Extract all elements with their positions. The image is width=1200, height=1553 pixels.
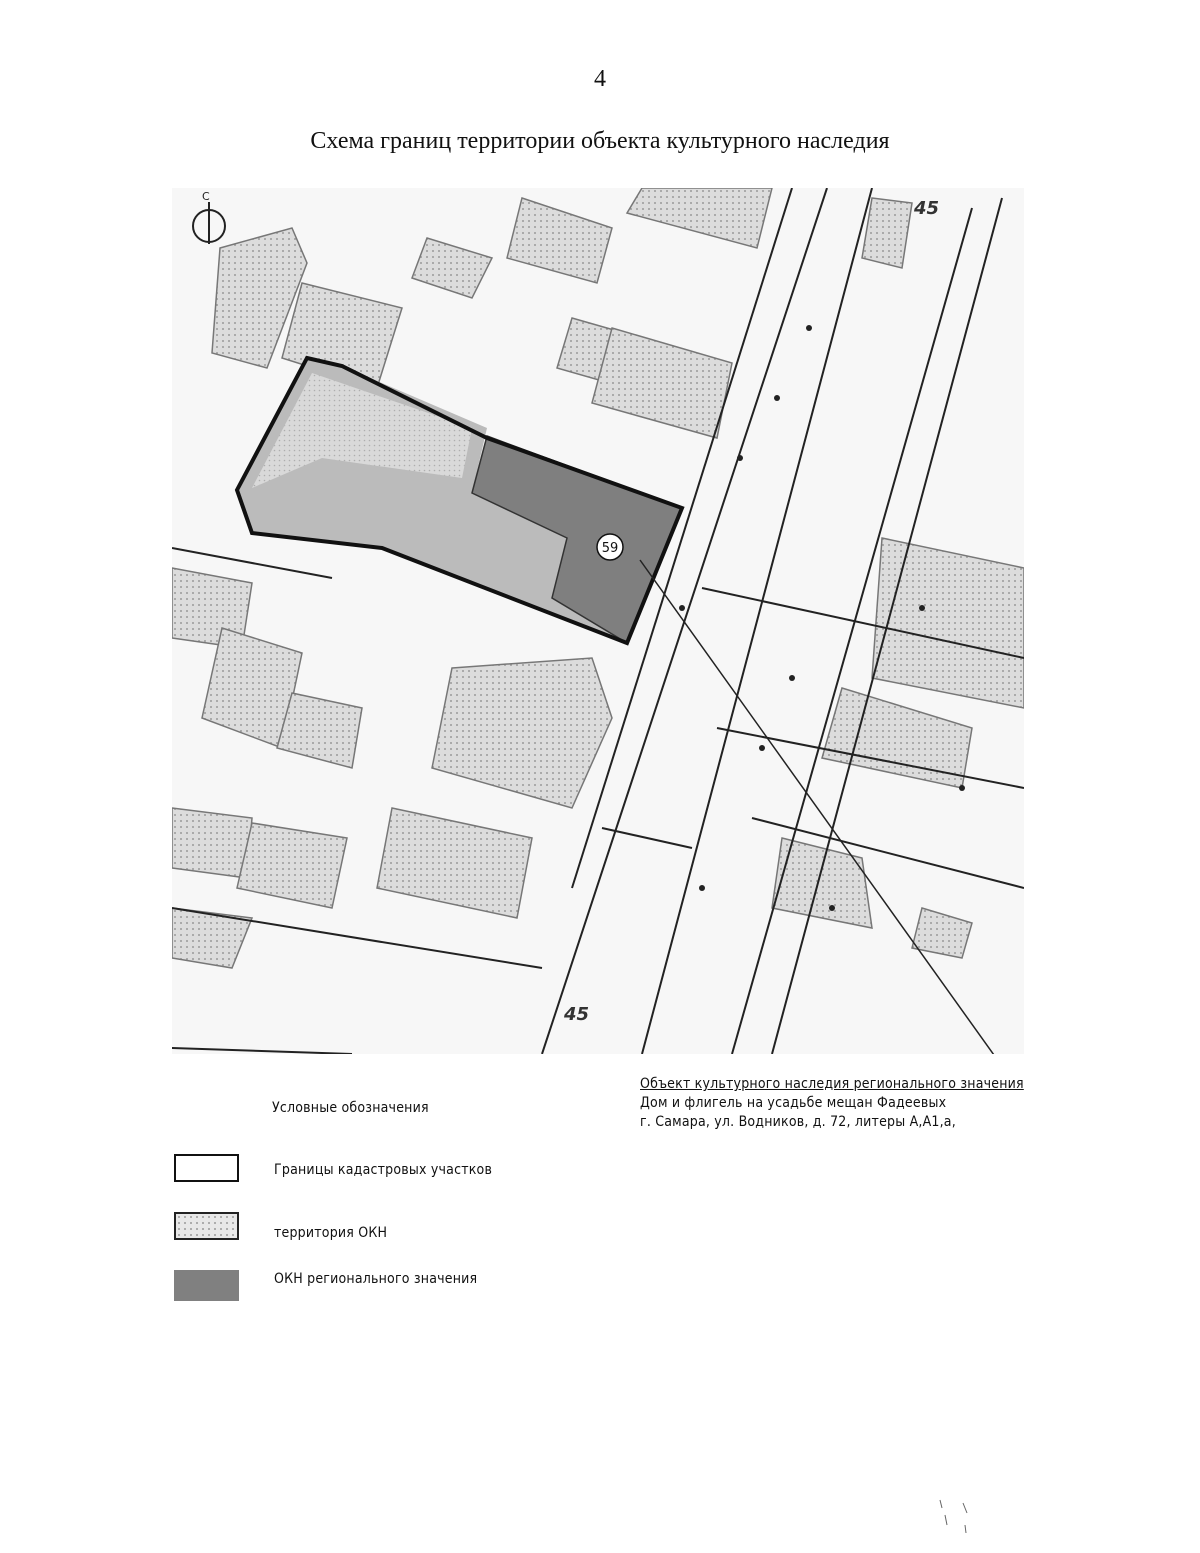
object-caption-name: Дом и флигель на усадьбе мещан Фадеевых (640, 1095, 947, 1111)
cadastral-map: 59 С 45 45 (172, 188, 1024, 1054)
legend-okn-regional-swatch (174, 1270, 239, 1301)
object-caption: Объект культурного наследия региональног… (640, 1075, 1040, 1132)
object-caption-heading: Объект культурного наследия региональног… (640, 1076, 1024, 1092)
leader-line (639, 559, 995, 1054)
object-number: 59 (602, 541, 619, 556)
north-arrow-icon: С (192, 190, 226, 244)
utility-markers (679, 325, 965, 911)
legend-okn-territory-swatch (174, 1212, 239, 1240)
legend-cadastral-label: Границы кадастровых участков (274, 1162, 493, 1178)
north-label: С (202, 190, 210, 203)
street-label-bottom: 45 (563, 1004, 589, 1025)
object-marker: 59 (596, 533, 624, 561)
cadastral-boundary (234, 355, 685, 646)
pen-mark (939, 1499, 968, 1534)
street-label-top: 45 (913, 198, 939, 219)
page-number: 4 (594, 66, 606, 92)
legend-okn-regional-label: ОКН регионального значения (274, 1271, 478, 1287)
building-blocks (172, 188, 1024, 969)
legend-title: Условные обозначения (272, 1100, 429, 1116)
legend-cadastral-swatch (174, 1154, 239, 1182)
page-title: Схема границ территории объекта культурн… (310, 128, 890, 154)
road-lines (172, 188, 1024, 1054)
legend-okn-territory-label: территория ОКН (274, 1225, 388, 1241)
object-caption-address: г. Самара, ул. Водников, д. 72, литеры А… (640, 1114, 956, 1130)
